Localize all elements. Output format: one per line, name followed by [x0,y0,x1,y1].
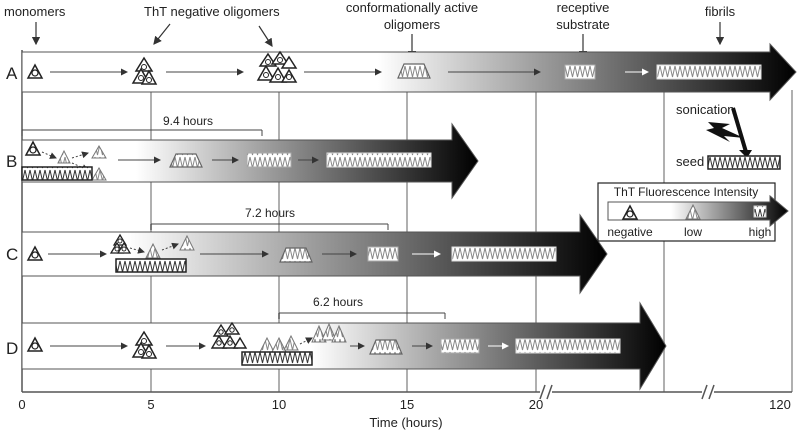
fibril-icon [515,338,621,354]
monomer-icon [26,63,44,79]
legend-high-icon [753,205,767,218]
receptive-substrate-icon [564,64,596,80]
large-oligomer-icon [210,321,248,349]
seed-fibril-icon [241,351,313,366]
label-receptive: receptive [557,0,610,15]
legend-low-icon [685,203,701,220]
row-d: 6.2 hours D [6,295,667,391]
fibril-icon [656,64,762,80]
row-b: 9.4 hours B [6,114,479,200]
arrow-down-icon [739,150,752,158]
tick-10: 10 [272,397,286,412]
conformationally-active-oligomer-icon [397,63,431,79]
monomer-icon [26,245,44,261]
low-oligomer-icon [179,234,195,251]
large-oligomer-icon [256,50,298,83]
legend-low: low [684,225,702,239]
low-oligomer-icon [145,242,161,259]
seed-fibril-icon [707,155,781,170]
low-oligomer-icon [57,145,107,181]
fibril-icon [326,152,432,168]
row-d-arrow [21,301,667,391]
tick-20: 20 [529,397,543,412]
receptive-substrate-icon [440,338,480,354]
row-a-label: A [6,64,18,83]
row-d-label: D [6,339,18,358]
label-conformationally-active: conformationally active [346,0,478,15]
legend: ThT Fluorescence Intensity negative low … [597,182,789,242]
legend-high: high [749,225,772,239]
legend-title: ThT Fluorescence Intensity [614,185,759,199]
tht-negative-oligomer-icon [131,330,158,359]
tick-0: 0 [18,397,25,412]
receptive-substrate-icon [367,246,399,262]
label-tht-negative: ThT negative oligomers [144,4,280,19]
axis-label: Time (hours) [369,415,442,430]
row-c-arrow [21,213,608,295]
conformationally-active-oligomer-icon [169,153,203,168]
receptive-substrate-icon [246,152,292,168]
row-b-label: B [6,152,17,171]
conformationally-active-oligomer-icon [279,247,313,263]
label-fibrils: fibrils [705,4,736,19]
sonication-label: sonication [676,102,735,117]
fibril-icon [451,246,557,262]
mixed-oligomer-cluster [259,322,347,353]
legend-negative-icon [621,204,639,220]
lightning-icon [706,122,744,142]
legend-gradient-arrow [607,194,789,228]
label-monomers: monomers [4,4,66,19]
tick-120: 120 [769,397,791,412]
sonication-group: sonication seed [672,100,781,170]
monomer-icon [24,140,42,156]
seed-label: seed [676,154,704,169]
axis-break-2 [701,384,715,400]
row-c-label: C [6,245,18,264]
tht-negative-oligomer-icon [131,56,158,85]
duration-c: 7.2 hours [245,206,295,220]
legend-negative: negative [607,225,653,239]
tick-5: 5 [147,397,154,412]
label-substrate: substrate [556,17,609,32]
tht-negative-oligomer-icon [109,233,132,254]
seed-fibril-icon [115,258,187,273]
label-oligomers: oligomers [384,17,441,32]
row-a: A [6,42,797,102]
duration-d: 6.2 hours [313,295,363,309]
axis-break-1 [539,384,553,400]
conformationally-active-oligomer-icon [369,339,403,355]
top-labels: monomers ThT negative oligomers conforma… [4,0,736,60]
row-c: 7.2 hours C [6,206,608,295]
duration-b: 9.4 hours [163,114,213,128]
time-axis: 0 5 10 15 20 120 Time (hours) [18,50,792,430]
tick-15: 15 [400,397,414,412]
seed-fibril-icon [21,166,93,181]
monomer-icon [26,336,44,352]
